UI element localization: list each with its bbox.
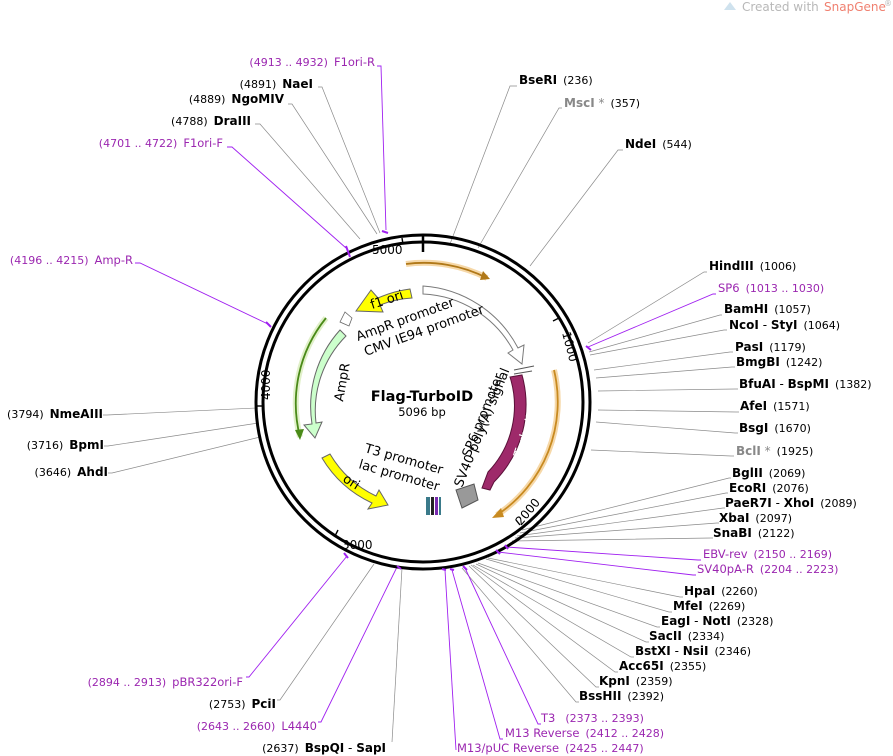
site-label: BclI *(1925) [736, 444, 813, 458]
site-label: SV40pA-R(2204 .. 2223) [697, 562, 838, 576]
site-label: SacII(2334) [649, 629, 724, 643]
cmv-promoter-arrow [422, 285, 525, 365]
site-label: M13/pUC Reverse(2425 .. 2447) [457, 741, 644, 755]
ampr-feature [303, 329, 347, 439]
turboid-feature [481, 374, 527, 491]
site-label: BseRI(236) [519, 73, 593, 87]
site-label: PasI(1179) [735, 340, 806, 354]
site-label: (3716)BpmI [27, 438, 104, 452]
site-label: BglII(2069) [732, 466, 805, 480]
tick-4000: 4000 [259, 369, 273, 400]
sv40-polya-feature [455, 483, 479, 509]
leader-lines-left [103, 65, 403, 743]
site-label: EcoRI(2076) [729, 481, 809, 495]
site-label: EagI - NotI(2328) [661, 614, 773, 628]
leader-lines [444, 85, 739, 751]
site-label: M13 Reverse(2412 .. 2428) [505, 726, 664, 740]
lac-operator-feature [435, 497, 438, 515]
site-label: T3(2373 .. 2393) [540, 711, 644, 725]
snapgene-logo-icon [724, 2, 736, 10]
plasmid-title: Flag-TurboID 5096 bp [371, 389, 473, 419]
site-label: NcoI - StyI(1064) [729, 318, 840, 332]
watermark-mark: ® [884, 0, 892, 8]
site-label: MfeI(2269) [673, 599, 745, 613]
site-label: BsgI(1670) [739, 421, 811, 435]
site-label: (2643 .. 2660)L4440 [197, 719, 317, 733]
site-label: BssHII(2392) [579, 689, 664, 703]
site-label: SP6(1013 .. 1030) [718, 281, 824, 295]
site-label: EBV-rev(2150 .. 2169) [703, 547, 832, 561]
site-label: (4788)DraIII [171, 114, 251, 128]
watermark-brand: SnapGene [824, 0, 886, 14]
tick-3000: 3000 [342, 538, 373, 552]
site-label: (4701 .. 4722)F1ori-F [99, 136, 223, 150]
ampr-label: AmpR [332, 362, 354, 403]
site-label: (2894 .. 2913)pBR322ori-F [88, 675, 243, 689]
lac-promoter-feature [431, 497, 434, 515]
site-label: Acc65I(2355) [619, 659, 706, 673]
site-labels-right: BseRI(236) MscI *(357) NdeI(544) HindIII… [457, 73, 872, 755]
site-label: (3794)NmeAIII [7, 407, 103, 421]
site-label: (3646)AhdI [35, 465, 108, 479]
site-label: (4889)NgoMIV [189, 92, 285, 106]
watermark-prefix: Created with [742, 0, 819, 14]
site-label: HpaI(2260) [684, 584, 758, 598]
site-label: KpnI(2359) [599, 674, 672, 688]
site-label: XbaI(2097) [719, 511, 792, 525]
backbone [254, 233, 592, 571]
orf-arcs [292, 259, 561, 518]
site-label: HindIII(1006) [709, 259, 796, 273]
site-label: (2637)BspQI - SapI [262, 741, 386, 755]
site-label: (4891)NaeI [240, 77, 313, 91]
site-label: SnaBI(2122) [713, 526, 794, 540]
snapgene-watermark: Created with SnapGene ® [724, 0, 892, 14]
site-label: BfuAI - BspMI(1382) [739, 377, 872, 391]
f1-ori-label: f1 ori [369, 288, 406, 313]
site-label: NdeI(544) [625, 137, 692, 151]
t3-promoter-feature [426, 497, 430, 515]
site-label: PaeR7I - XhoI(2089) [725, 496, 857, 510]
primer-marks [265, 230, 592, 571]
site-label: BstXI - NsiI(2346) [635, 644, 751, 658]
plasmid-name: Flag-TurboID [371, 389, 473, 405]
site-label: MscI *(357) [564, 96, 640, 110]
ampr-promoter-arrow [339, 311, 353, 327]
site-label: (2753)PciI [209, 697, 276, 711]
tick-5000: 5000 [372, 243, 403, 257]
f1-ori-feature [355, 288, 413, 313]
site-label: (4913 .. 4932)F1ori-R [249, 55, 375, 69]
site-label: BmgBI(1242) [736, 355, 822, 369]
site-label: (4196 .. 4215)Amp-R [10, 253, 133, 267]
site-label: BamHI(1057) [724, 302, 811, 316]
plasmid-length: 5096 bp [398, 405, 446, 419]
site-labels-left: (4913 .. 4932)F1ori-R (4891)NaeI (4889)N… [7, 55, 386, 755]
cap-site-feature [439, 497, 441, 515]
ori-feature [321, 453, 389, 510]
site-label: AfeI(1571) [740, 399, 810, 413]
